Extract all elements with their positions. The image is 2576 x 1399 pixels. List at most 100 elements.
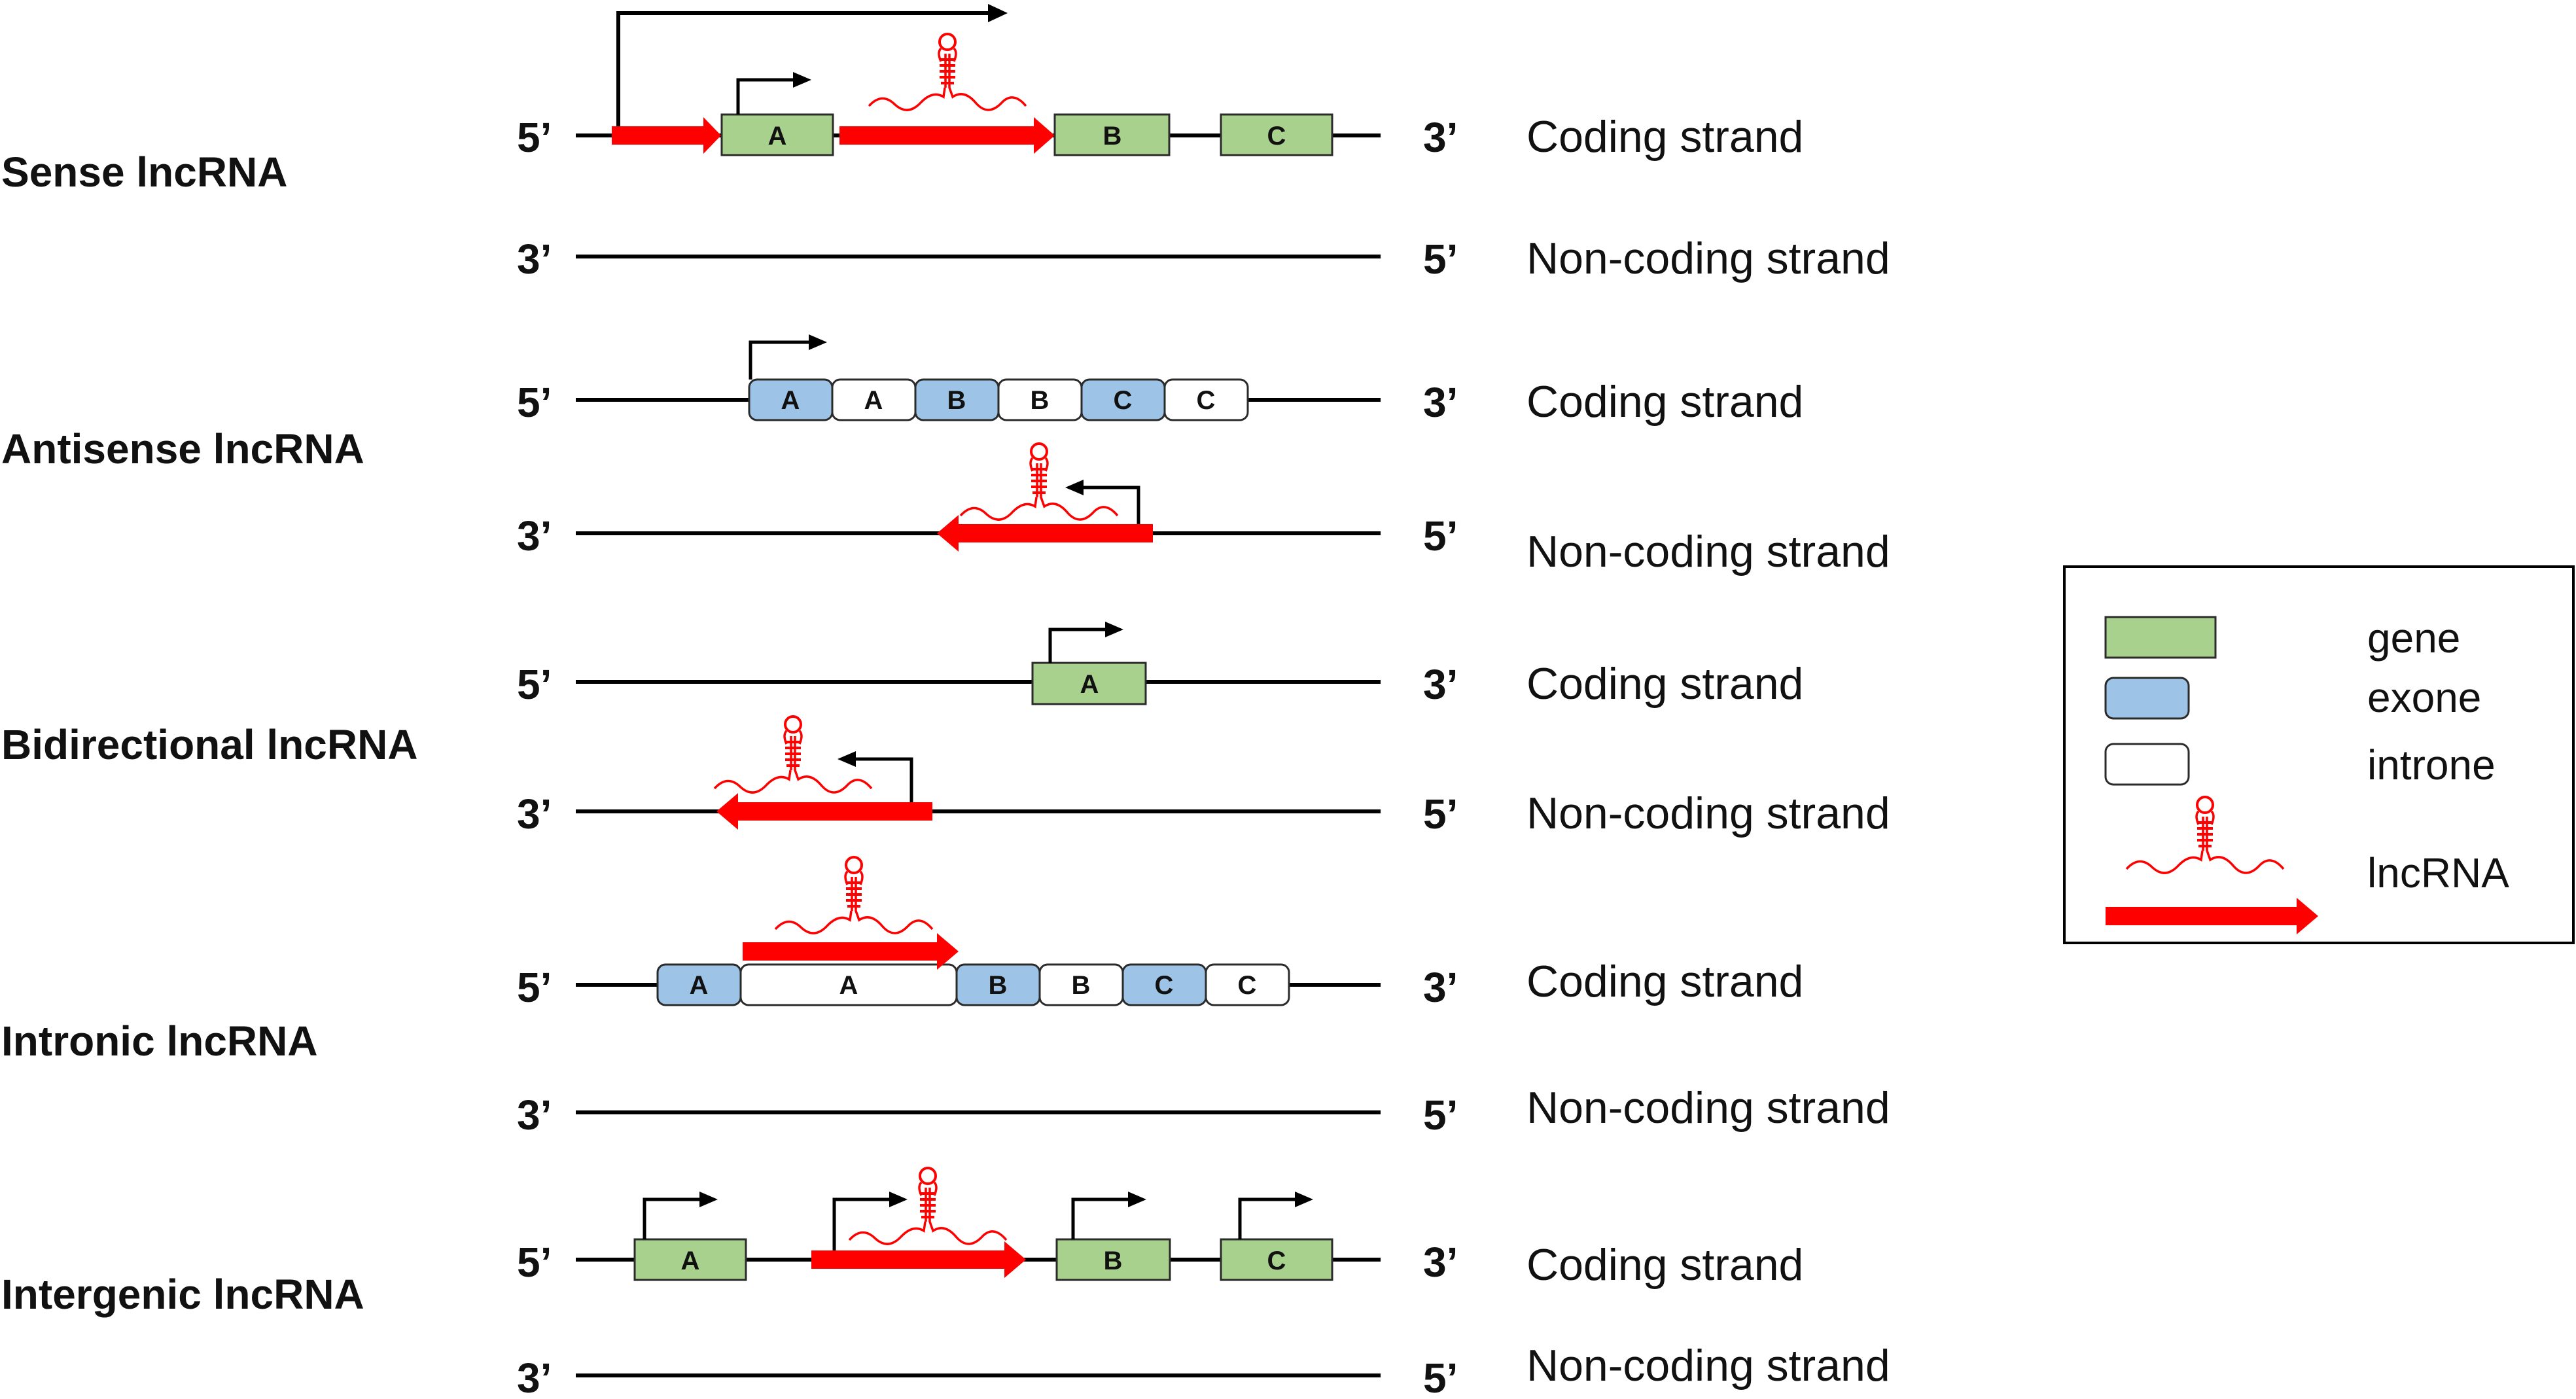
legend-lncrna-label: lncRNA — [2367, 849, 2509, 896]
promoter-arrow — [832, 1197, 893, 1250]
box-label: C — [1238, 971, 1257, 1000]
category-intergenic: Intergenic lncRNA — [1, 1271, 364, 1318]
arrowhead — [889, 1192, 908, 1207]
legend-intron-label: introne — [2367, 741, 2496, 788]
box-label: C — [1155, 971, 1174, 1000]
strand-end-3: 3’ — [1423, 1239, 1458, 1286]
legend-lncrna-arrow — [2106, 898, 2318, 934]
legend-gene-label: gene — [2367, 614, 2460, 662]
box-label: A — [781, 386, 800, 415]
arrowhead — [1065, 480, 1084, 495]
promoter-arrow — [749, 340, 813, 380]
legend-exon-label: exone — [2367, 674, 2481, 721]
box-label: A — [864, 386, 883, 415]
strand-end-5: 5’ — [1423, 512, 1458, 559]
gene-box — [1031, 662, 1147, 705]
strand-end-3: 3’ — [517, 1355, 552, 1399]
category-antisense: Antisense lncRNA — [1, 425, 364, 472]
transcription-start-arrow — [616, 11, 993, 135]
strand-label-coding: Coding strand — [1526, 957, 1803, 1006]
intron-box — [1163, 378, 1249, 421]
lncrna-hairpin — [959, 442, 1119, 522]
strand-end-3: 3’ — [517, 512, 552, 559]
strand-end-5: 5’ — [517, 114, 552, 161]
box-label: A — [768, 122, 787, 151]
strand-end-5: 5’ — [1423, 236, 1458, 283]
legend-exon-swatch — [2104, 677, 2190, 720]
strand-end-5: 5’ — [1423, 1355, 1458, 1399]
box-label: B — [1072, 971, 1091, 1000]
lncrna-hairpin — [848, 1167, 1008, 1246]
box-label: A — [839, 971, 858, 1000]
box-label: B — [1103, 122, 1122, 151]
box-label: C — [1114, 386, 1133, 415]
arrowhead — [809, 334, 827, 350]
promoter-arrow — [1238, 1197, 1299, 1239]
category-bidirectional: Bidirectional lncRNA — [1, 721, 418, 768]
strand-end-3: 3’ — [1423, 379, 1458, 426]
strand-label-coding: Coding strand — [1526, 112, 1803, 162]
box-label: C — [1267, 122, 1286, 151]
strand-end-3: 3’ — [517, 1091, 552, 1139]
strand-end-5: 5’ — [517, 964, 552, 1011]
strand-end-5: 5’ — [1423, 1091, 1458, 1139]
box-label: A — [681, 1247, 700, 1275]
strand-end-5: 5’ — [517, 661, 552, 708]
gene-box — [720, 113, 834, 156]
promoter-arrow — [1071, 1197, 1132, 1239]
strand-label-noncoding: Non-coding strand — [1526, 527, 1890, 576]
strand-label-coding: Coding strand — [1526, 1240, 1803, 1290]
gene-box — [1220, 113, 1333, 156]
strand-end-3: 3’ — [1423, 964, 1458, 1011]
strand-end-3: 3’ — [1423, 661, 1458, 708]
arrowhead — [1295, 1192, 1313, 1207]
strand-label-coding: Coding strand — [1526, 377, 1803, 427]
intron-box — [1205, 963, 1290, 1006]
strand-label-noncoding: Non-coding strand — [1526, 1083, 1890, 1133]
arrowhead — [793, 72, 811, 88]
strand-end-3: 3’ — [517, 790, 552, 838]
box-label: C — [1267, 1247, 1286, 1275]
arrowhead — [838, 751, 856, 767]
strand-end-5: 5’ — [517, 379, 552, 426]
box-label: C — [1197, 386, 1216, 415]
strand-end-5: 5’ — [517, 1239, 552, 1286]
box-label: B — [947, 386, 966, 415]
strand-end-5: 5’ — [1423, 790, 1458, 838]
legend: gene exone introne lncRNA — [2063, 565, 2575, 944]
lncrna-arrow — [937, 515, 1153, 552]
gene-box — [1220, 1238, 1333, 1281]
lncrna-arrow — [716, 793, 932, 830]
strand-label-coding: Coding strand — [1526, 659, 1803, 709]
strand-end-3: 3’ — [517, 236, 552, 283]
box-label: A — [1080, 670, 1099, 699]
strand-label-noncoding: Non-coding strand — [1526, 234, 1890, 283]
strand-end-3: 3’ — [1423, 114, 1458, 161]
arrowhead — [988, 4, 1008, 22]
gene-box — [1055, 1238, 1171, 1281]
box-label: B — [1031, 386, 1050, 415]
arrowhead — [699, 1192, 718, 1207]
category-intronic: Intronic lncRNA — [1, 1018, 318, 1065]
lncrna-arrow — [743, 933, 959, 970]
arrowhead — [1105, 622, 1123, 637]
gene-box — [1053, 113, 1171, 156]
lncrna-arrow — [612, 117, 721, 154]
box-label: B — [989, 971, 1008, 1000]
box-label: B — [1104, 1247, 1123, 1275]
strand-label-noncoding: Non-coding strand — [1526, 1341, 1890, 1390]
gene-box — [633, 1238, 747, 1281]
promoter-arrow — [1048, 628, 1109, 663]
category-sense: Sense lncRNA — [1, 149, 287, 196]
box-label: A — [690, 971, 709, 1000]
arrowhead — [1128, 1192, 1146, 1207]
promoter-arrow — [1080, 486, 1140, 524]
promoter-arrow — [852, 757, 913, 802]
legend-intron-swatch — [2104, 743, 2190, 786]
promoter-arrow — [736, 78, 797, 115]
lncrna-hairpin — [868, 33, 1027, 112]
lncrna-arrow — [811, 1241, 1026, 1278]
promoter-arrow — [643, 1197, 703, 1239]
lncrna-arrow — [839, 117, 1055, 154]
